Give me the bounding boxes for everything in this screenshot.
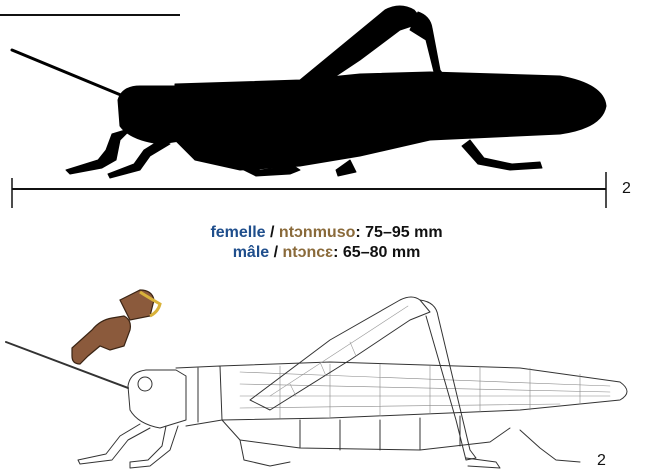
- scale-bar: [0, 0, 653, 230]
- female-label-bambara: ntɔnmuso: [279, 224, 355, 241]
- female-label-french: femelle: [210, 224, 265, 241]
- male-label-french: mâle: [233, 244, 269, 261]
- male-size: : 65–80 mm: [333, 244, 420, 261]
- female-size-line: femelle / ntɔnmuso: 75–95 mm: [0, 223, 653, 243]
- male-label-bambara: ntɔncɛ: [283, 244, 334, 261]
- female-size: : 75–95 mm: [355, 224, 442, 241]
- page-number: 2: [622, 180, 631, 198]
- grasshopper-line-drawing: [0, 285, 653, 475]
- pointing-hand-icon: [72, 290, 160, 364]
- size-info: femelle / ntɔnmuso: 75–95 mm mâle / ntɔn…: [0, 223, 653, 263]
- female-separator: /: [266, 224, 279, 241]
- male-separator: /: [269, 244, 282, 261]
- male-size-line: mâle / ntɔncɛ: 65–80 mm: [0, 243, 653, 263]
- page-number-bottom: 2: [597, 452, 606, 470]
